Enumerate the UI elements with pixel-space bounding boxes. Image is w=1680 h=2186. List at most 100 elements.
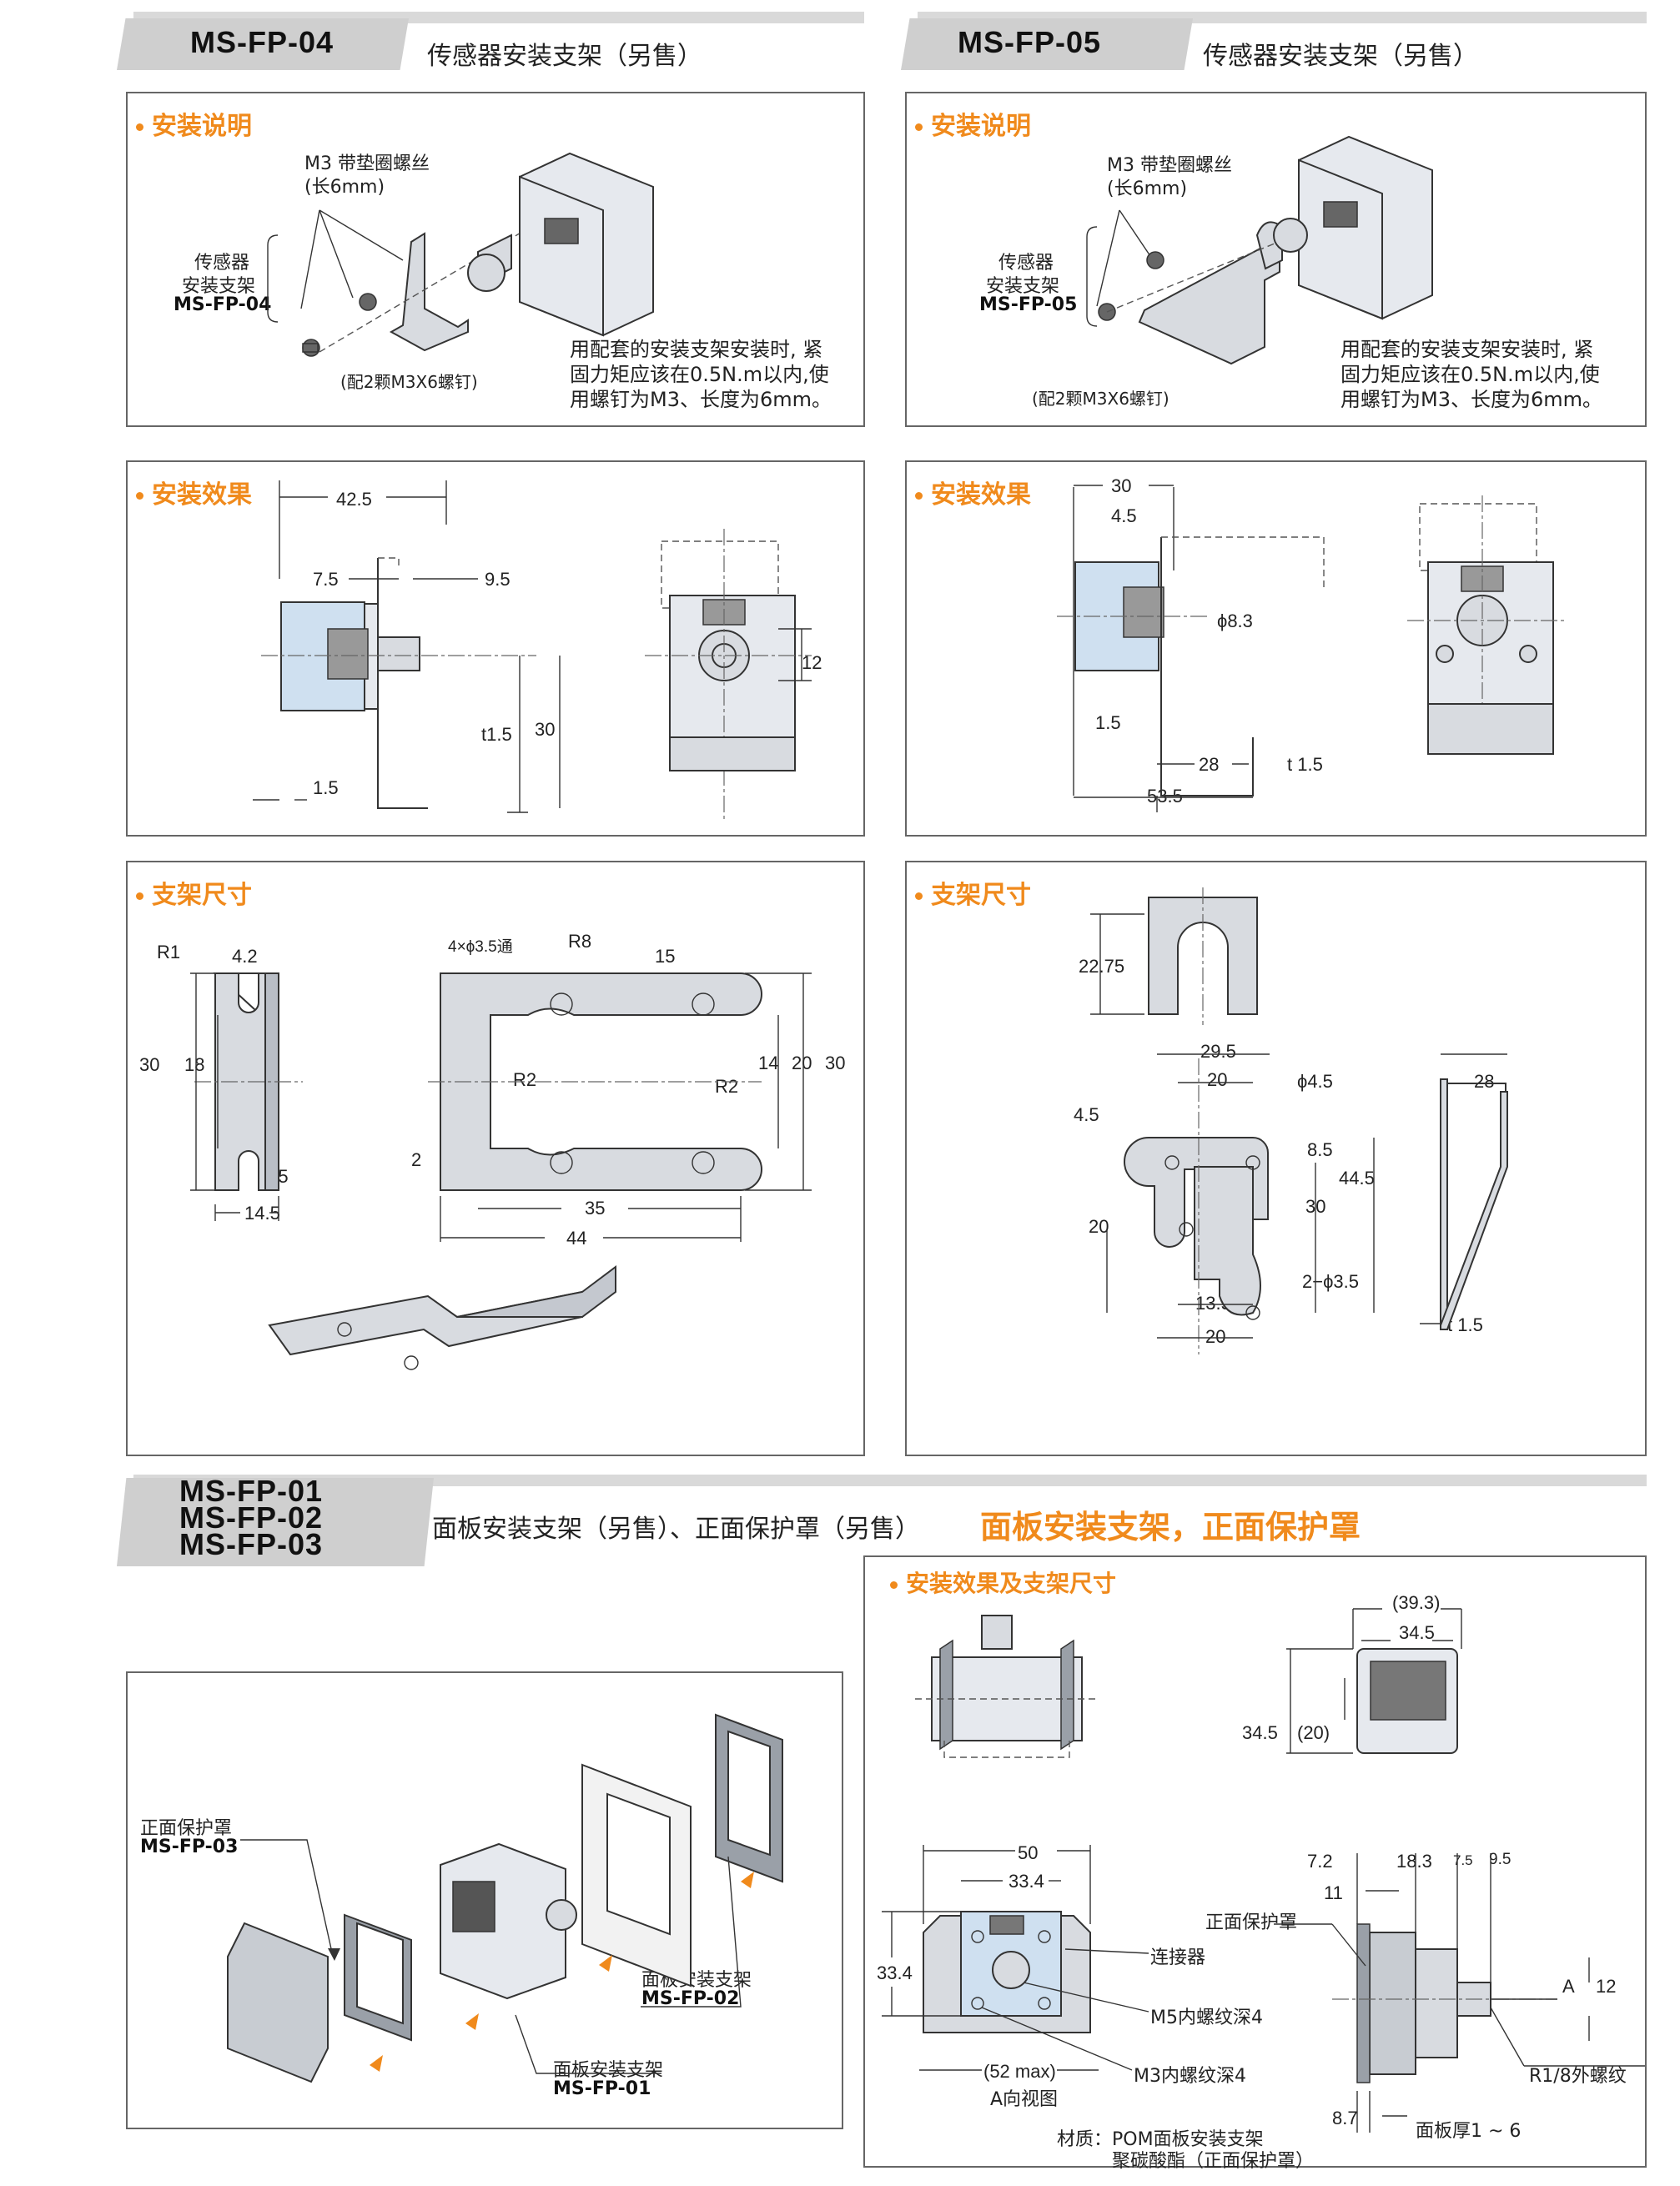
front-cover-model: MS-FP-03: [140, 1837, 239, 1857]
connector-label: 连接器: [1150, 1947, 1206, 1968]
model-title-left: MS-FP-04: [190, 25, 334, 59]
dim-20: (20): [1297, 1722, 1330, 1743]
dim-4-5: 4.5: [1074, 1104, 1099, 1125]
front-cover-side-label: 正面保护罩: [1205, 1912, 1298, 1933]
dim-30: 30: [1111, 475, 1132, 496]
panel-thickness-label: 面板厚1 ~ 6: [1416, 2121, 1522, 2142]
section-title: 安装说明: [915, 105, 1031, 142]
screws-note: (配2颗M3X6螺钉): [1032, 389, 1169, 409]
panel-size-right: 支架尺寸 22.75 29.5 20 ϕ4.5 4.5 8.5 44.5 30 …: [905, 861, 1647, 1456]
dim-28: 28: [1199, 754, 1220, 775]
dim-22-75: 22.75: [1079, 956, 1125, 977]
dim-20-bottom: 20: [1205, 1326, 1226, 1347]
effect-drawing: [253, 480, 812, 821]
material-label: 材质：: [1057, 2129, 1113, 2150]
dim-18: 18: [184, 1054, 205, 1075]
panel-install-right: 安装说明 M3 带垫圈螺丝 (长6mm) 传感器 安装支架 MS-FP-05 (…: [905, 92, 1647, 427]
dim-1-5: 1.5: [313, 777, 339, 798]
dim-2: 2: [411, 1149, 422, 1170]
dim-4xphi: 4×ϕ3.5通: [448, 938, 513, 956]
model-tab-right: [901, 18, 1193, 70]
section-title: 支架尺寸: [915, 874, 1031, 911]
dim-20-top: 20: [1207, 1069, 1228, 1090]
dim-34-5-v: 34.5: [1242, 1722, 1278, 1743]
dim-35: 35: [585, 1198, 606, 1219]
material-1: POM面板安装支架: [1112, 2129, 1264, 2150]
material-2: 聚碳酸酯（正面保护罩）: [1112, 2151, 1315, 2172]
panel-bracket-1-label: 面板安装支架: [553, 2060, 664, 2081]
size-drawing: [190, 972, 812, 1370]
dim-phi8-3: ϕ8.3: [1217, 611, 1253, 631]
bracket-label-2: 安装支架: [986, 276, 1060, 297]
dim-r1: R1: [157, 942, 181, 962]
dim-11: 11: [1324, 1882, 1343, 1903]
panel-bracket-2-model: MS-FP-02: [641, 1988, 740, 2009]
install-drawing: [1086, 135, 1433, 365]
m3-label: M3内螺纹深4: [1134, 2066, 1246, 2087]
panel-exploded: 正面保护罩 MS-FP-03 面板安装支架 MS-FP-02 面板安装支架 MS…: [126, 1671, 843, 2129]
dim-33-4-v: 33.4: [877, 1962, 913, 1983]
effect-drawing: [1057, 485, 1566, 812]
panel-bracket-1-model: MS-FP-01: [553, 2078, 651, 2099]
model-title-bottom-1: MS-FP-01: [179, 1474, 324, 1508]
dim-44-5: 44.5: [1339, 1168, 1375, 1188]
dim-20-left: 20: [1089, 1216, 1109, 1237]
panel-effect-bottom: 安装效果及支架尺寸 (39.3) 34.5 34.5 (20) 50 33.4 …: [863, 1555, 1647, 2172]
dim-30-r: 30: [825, 1053, 846, 1073]
screw-label: M3 带垫圈螺丝: [304, 153, 430, 174]
dim-8-5: 8.5: [1307, 1139, 1333, 1160]
dim-12: 12: [1596, 1976, 1617, 1997]
dim-28: 28: [1474, 1071, 1495, 1092]
dim-30: 30: [535, 719, 556, 740]
dim-2-phi3-5: 2−ϕ3.5: [1302, 1271, 1359, 1292]
dim-44: 44: [566, 1228, 587, 1249]
section-title: 安装效果: [915, 474, 1031, 510]
panel-effect-left: 安装效果 42.5 7.5 9.5 12 t1.5 30 1.5: [126, 460, 865, 837]
dim-18-3: 18.3: [1396, 1851, 1432, 1872]
dim-9-5: 9.5: [485, 569, 511, 590]
install-note: 用配套的安装支架安装时, 紧固力矩应该在0.5N.m以内,使用螺钉为M3、长度为…: [1340, 338, 1603, 411]
dim-t1-5: t1.5: [481, 724, 512, 745]
dim-52-max: (52 max): [983, 2061, 1056, 2082]
dim-1-5: 1.5: [1095, 712, 1121, 733]
model-tab-bottom: [117, 1478, 434, 1566]
dim-r2-a: R2: [513, 1069, 537, 1090]
section-title: 安装效果: [136, 474, 252, 510]
screw-length-label: (长6mm): [1107, 178, 1188, 199]
dim-50: 50: [1018, 1842, 1039, 1863]
dim-20-v: 20: [792, 1053, 812, 1073]
bracket-model: MS-FP-04: [174, 294, 272, 315]
screws-note: (配2颗M3X6螺钉): [340, 372, 478, 392]
effect-drawing: [882, 1608, 1645, 2133]
section-title: 安装说明: [136, 105, 252, 142]
model-title-bottom-2: MS-FP-02: [179, 1500, 324, 1535]
dim-r8: R8: [568, 931, 592, 952]
dim-7-5: 7.5: [313, 569, 339, 590]
dim-39-3: (39.3): [1392, 1592, 1441, 1613]
highlight-title: 面板安装支架，正面保护罩: [980, 1509, 1361, 1545]
dim-4-2: 4.2: [232, 946, 258, 967]
subtitle-left: 传感器安装支架（另售）: [427, 42, 702, 71]
subtitle-right: 传感器安装支架（另售）: [1203, 42, 1478, 71]
dim-7-5: 7.5: [1453, 1852, 1473, 1868]
thread-label: R1/8外螺纹: [1529, 2066, 1627, 2087]
panel-install-left: 安装说明 M3 带垫圈螺丝 (长6mm) 传感器 安装支架 MS-FP-04 (…: [126, 92, 865, 427]
dim-14: 14: [758, 1053, 779, 1073]
dim-phi4-5: ϕ4.5: [1297, 1071, 1333, 1092]
dim-34-5-h: 34.5: [1399, 1622, 1435, 1643]
dim-29-5: 29.5: [1200, 1041, 1236, 1062]
dim-30-v: 30: [139, 1054, 160, 1075]
dim-9-5: 9.5: [1489, 1851, 1511, 1868]
bracket-model: MS-FP-05: [979, 294, 1078, 315]
screw-label: M3 带垫圈螺丝: [1107, 155, 1232, 176]
bracket-label-2: 安装支架: [182, 276, 256, 297]
dim-33-4-h: 33.4: [1009, 1871, 1044, 1892]
bracket-label: 传感器: [998, 253, 1054, 274]
m5-label: M5内螺纹深4: [1150, 2008, 1263, 2028]
bracket-label: 传感器: [194, 253, 250, 274]
subtitle-bottom: 面板安装支架（另售）、正面保护罩（另售）: [432, 1515, 920, 1544]
dim-4-5: 4.5: [1111, 505, 1137, 526]
screw-length-label: (长6mm): [304, 177, 385, 198]
section-title: 支架尺寸: [136, 874, 252, 911]
a-view-label: A向视图: [990, 2089, 1059, 2110]
